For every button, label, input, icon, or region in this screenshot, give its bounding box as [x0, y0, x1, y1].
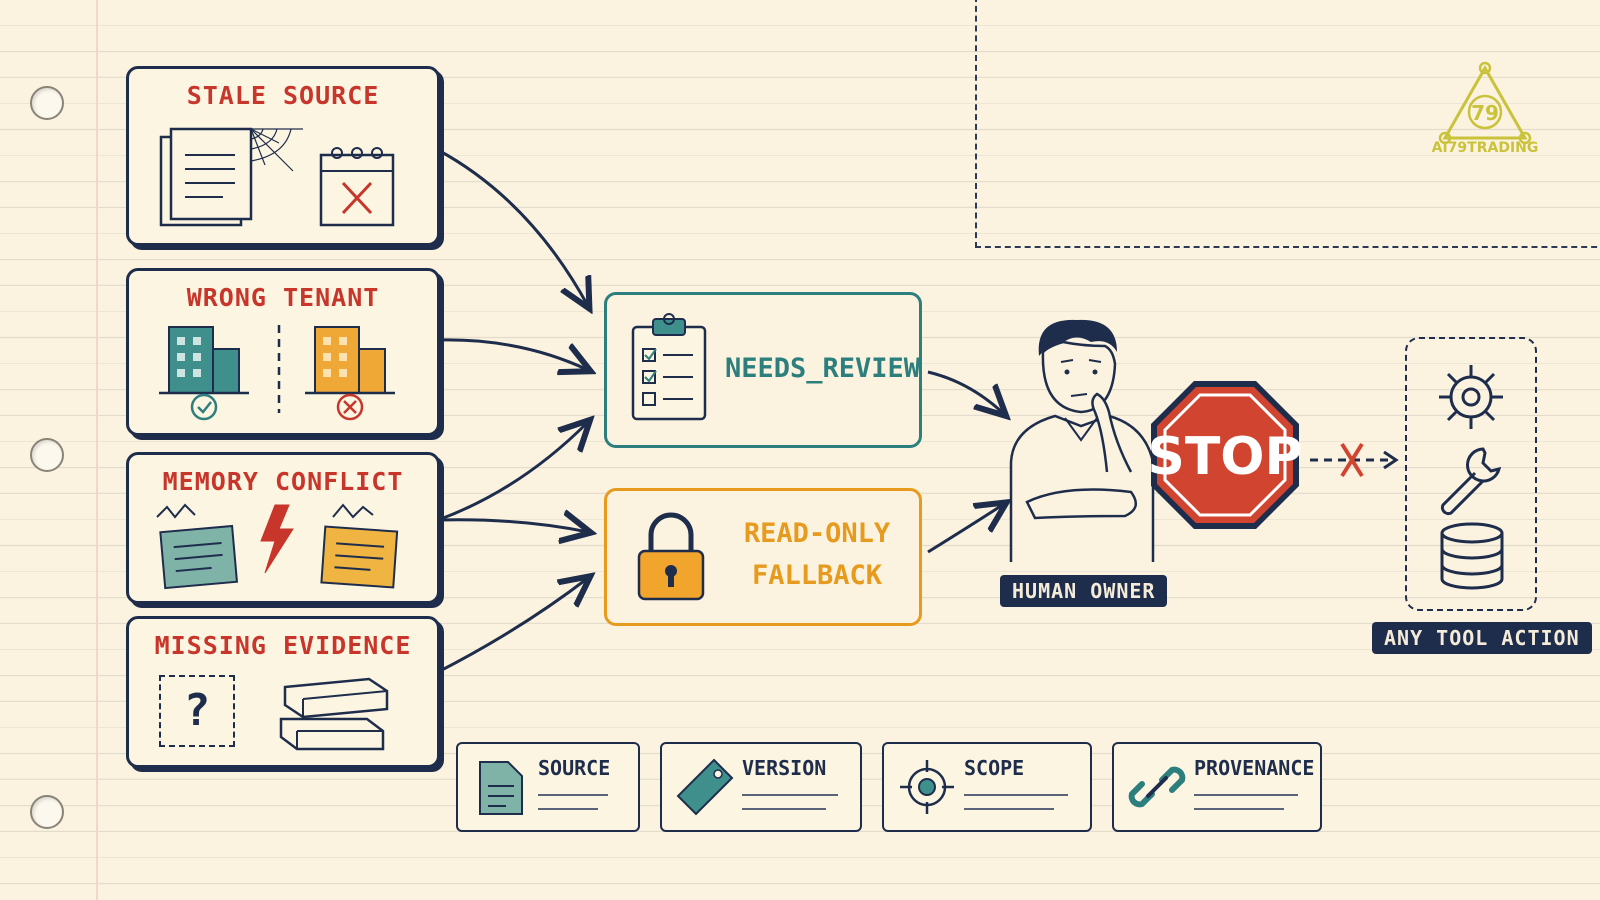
chip-version: VERSION: [660, 742, 862, 832]
database-icon: [1440, 522, 1504, 590]
clipboard-icon: [631, 313, 707, 421]
wrench-icon: [1440, 447, 1502, 516]
card-title: STALE SOURCE: [186, 81, 380, 110]
arrow-stale-to-review: [437, 148, 588, 306]
arrow-memory-to-fallback: [437, 520, 588, 532]
stale-document-icon: [159, 127, 395, 227]
cobweb-icon: [250, 128, 303, 181]
books-icon: [279, 677, 389, 751]
arrow-review-to-owner: [927, 370, 1004, 414]
x-circle-icon: [336, 393, 364, 421]
tag-icon: [676, 758, 734, 816]
fallback-label-line1: READ-ONLY: [743, 518, 891, 549]
card-title: MISSING EVIDENCE: [154, 631, 412, 660]
card-title: WRONG TENANT: [186, 283, 380, 312]
card-stale-source: STALE SOURCE: [126, 66, 440, 246]
arrow-evidence-to-fallback: [437, 578, 588, 674]
target-icon: [900, 760, 954, 814]
chip-scope: SCOPE: [882, 742, 1092, 832]
binder-hole: [30, 86, 64, 120]
dashed-placeholder-region: [975, 0, 1600, 248]
arrow-tenant-to-review: [437, 338, 588, 370]
arrow-memory-to-review: [437, 422, 588, 522]
binder-hole: [30, 795, 64, 829]
tool-action-box: [1405, 337, 1537, 611]
thinking-person-icon: [1009, 319, 1155, 562]
padlock-icon: [637, 512, 705, 601]
buildings-icon: [159, 325, 395, 421]
lightning-icon: [260, 504, 294, 574]
question-mark: ?: [183, 685, 211, 736]
card-wrong-tenant: WRONG TENANT: [126, 268, 440, 436]
chip-label: SCOPE: [964, 756, 1025, 780]
card-title: MEMORY CONFLICT: [162, 467, 404, 496]
fallback-label: READ-ONLY FALLBACK: [717, 513, 917, 597]
logo-text: AI79TRADING: [1431, 140, 1539, 156]
read-only-fallback-box: READ-ONLY FALLBACK: [604, 488, 922, 626]
card-missing-evidence: MISSING EVIDENCE ?: [126, 616, 440, 768]
notebook-margin-line: [96, 0, 98, 900]
fallback-label-line2: FALLBACK: [751, 560, 883, 591]
chip-provenance: PROVENANCE: [1112, 742, 1322, 832]
question-box-icon: ?: [159, 675, 235, 747]
chip-label: PROVENANCE: [1194, 756, 1315, 780]
chip-source: SOURCE: [456, 742, 640, 832]
stop-sign-icon: STOP: [1148, 381, 1302, 529]
arrow-fallback-to-owner: [927, 504, 1004, 554]
blocked-arrow: [1310, 442, 1399, 478]
stop-text: STOP: [1148, 427, 1302, 487]
brand-logo: 79 AI79TRADING: [1425, 60, 1545, 160]
card-memory-conflict: MEMORY CONFLICT: [126, 452, 440, 604]
chain-link-icon: [1128, 766, 1186, 808]
check-circle-icon: [190, 393, 218, 421]
binder-hole: [30, 438, 64, 472]
any-tool-action-badge: ANY TOOL ACTION: [1372, 622, 1592, 654]
gear-icon: [1439, 365, 1503, 429]
human-owner-badge: HUMAN OWNER: [1000, 575, 1168, 607]
calendar-icon: [319, 153, 395, 227]
conflicting-notes-icon: [156, 503, 399, 590]
triangle-logo-icon: 79: [1438, 61, 1532, 145]
needs-review-box: NEEDS_REVIEW: [604, 292, 922, 448]
chip-label: SOURCE: [538, 756, 611, 780]
logo-mark: 79: [1471, 101, 1499, 125]
document-icon: [479, 761, 523, 815]
chip-label: VERSION: [742, 756, 827, 780]
needs-review-label: NEEDS_REVIEW: [725, 353, 921, 384]
